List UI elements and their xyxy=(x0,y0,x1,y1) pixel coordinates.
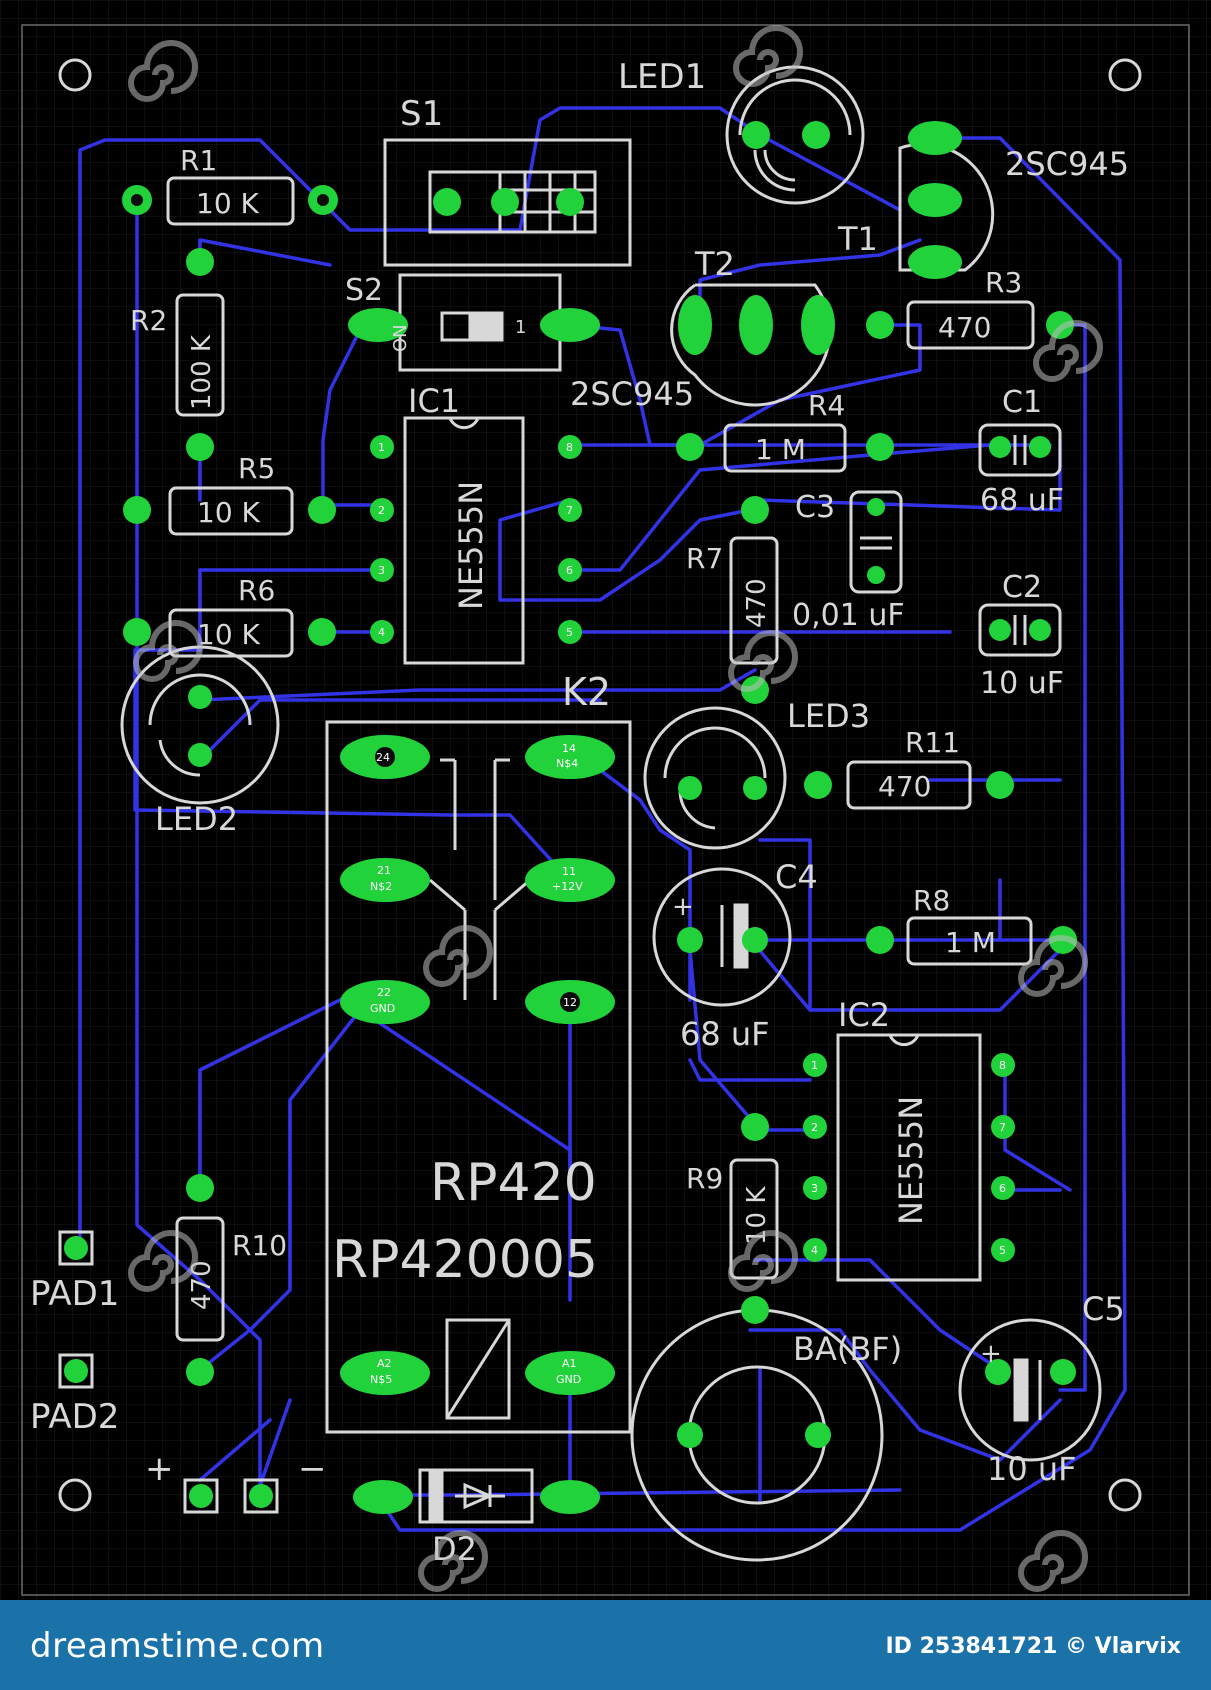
label-r11: R11 xyxy=(905,726,960,759)
label-s2-on: ON xyxy=(390,324,411,352)
relay-net-a1: GND xyxy=(556,1373,581,1386)
label-c4: C4 xyxy=(775,858,818,896)
svg-text:4: 4 xyxy=(378,626,385,639)
svg-text:1: 1 xyxy=(378,441,385,454)
label-plus: + xyxy=(145,1449,174,1489)
relay-net-a2: N$5 xyxy=(370,1373,392,1386)
polarity-c4: + xyxy=(672,892,694,922)
part-ic2: NE555N xyxy=(892,1096,930,1225)
label-t1: T1 xyxy=(837,220,878,258)
svg-text:4: 4 xyxy=(811,1244,818,1257)
board-outline xyxy=(21,24,1190,1596)
value-c4: 68 uF xyxy=(680,1015,770,1053)
label-ic1: IC1 xyxy=(408,382,460,420)
label-r10: R10 xyxy=(232,1229,287,1262)
label-r5: R5 xyxy=(238,452,275,485)
label-pad1: PAD1 xyxy=(30,1274,119,1314)
label-s1: S1 xyxy=(400,94,443,134)
mounting-holes xyxy=(58,58,1142,1512)
svg-text:6: 6 xyxy=(999,1182,1006,1195)
label-t2-part: 2SC945 xyxy=(570,375,694,413)
relay-pin-12: 12 xyxy=(563,996,577,1009)
value-c1: 68 uF xyxy=(980,483,1064,518)
svg-text:6: 6 xyxy=(566,564,573,577)
label-c1: C1 xyxy=(1002,385,1042,420)
relay-part-1: RP420 xyxy=(430,1153,597,1213)
ic1-pin-labels: 1 2 3 4 5 6 7 8 xyxy=(378,441,573,639)
watermark-spirals xyxy=(128,25,1103,1592)
label-r9: R9 xyxy=(686,1162,723,1195)
label-r4: R4 xyxy=(808,389,845,422)
relay-pin-24: 24 xyxy=(376,751,390,764)
label-led3: LED3 xyxy=(787,697,870,735)
relay-part-2: RP420005 xyxy=(332,1230,598,1290)
relay-pin-22: 22 xyxy=(377,986,391,999)
label-led2: LED2 xyxy=(155,800,238,838)
value-r5: 10 K xyxy=(197,496,261,529)
label-ba: BA(BF) xyxy=(793,1330,902,1368)
relay-pin-a2: A2 xyxy=(377,1357,392,1370)
label-r1: R1 xyxy=(180,144,217,177)
relay-net-21: N$2 xyxy=(370,880,392,893)
label-c2: C2 xyxy=(1002,570,1042,605)
label-c3: C3 xyxy=(795,490,835,525)
value-c2: 10 uF xyxy=(980,666,1064,701)
relay-net-14: N$4 xyxy=(556,757,578,770)
label-t2: T2 xyxy=(694,245,735,283)
part-ic1: NE555N xyxy=(452,481,490,610)
label-ic2: IC2 xyxy=(838,996,890,1034)
value-r4: 1 M xyxy=(755,433,806,466)
value-r11: 470 xyxy=(878,770,931,803)
label-t1-part: 2SC945 xyxy=(1005,145,1129,183)
watermark-footer: dreamstime.com ID 253841721 © Vlarvix xyxy=(0,1600,1211,1690)
solder-pads xyxy=(64,121,1077,1514)
label-s2: S2 xyxy=(345,273,383,308)
svg-text:8: 8 xyxy=(566,441,573,454)
polarity-c5: + xyxy=(980,1339,1002,1369)
relay-pin-11: 11 xyxy=(562,865,576,878)
ic2-pin-labels: 1 2 3 4 5 6 7 8 xyxy=(811,1059,1006,1257)
label-led1: LED1 xyxy=(618,57,706,97)
value-r8: 1 M xyxy=(945,926,996,959)
label-r2: R2 xyxy=(130,304,167,337)
label-k2: K2 xyxy=(562,670,611,714)
svg-text:8: 8 xyxy=(999,1059,1006,1072)
silkscreen-labels: S1 LED1 R1 10 K 2SC945 T1 R2 100 K S2 ON… xyxy=(30,57,1129,1568)
relay-net-22: GND xyxy=(370,1002,395,1015)
svg-text:2: 2 xyxy=(378,504,385,517)
relay-pin-a1: A1 xyxy=(562,1357,577,1370)
pad-holes xyxy=(375,747,580,1012)
svg-text:7: 7 xyxy=(566,504,573,517)
footer-image-id: ID 253841721 © Vlarvix xyxy=(885,1634,1181,1659)
value-r3: 470 xyxy=(938,311,991,344)
label-r7: R7 xyxy=(686,542,723,575)
value-r2: 100 K xyxy=(187,334,217,410)
svg-text:3: 3 xyxy=(378,564,385,577)
svg-text:5: 5 xyxy=(566,626,573,639)
relay-net-11: +12V xyxy=(552,880,583,893)
svg-text:7: 7 xyxy=(999,1121,1006,1134)
relay-pin-labels: 24 14 N$4 21 N$2 11 +12V 22 GND 12 A2 N$… xyxy=(370,742,583,1386)
value-r6: 10 K xyxy=(197,618,261,651)
copper-traces xyxy=(78,106,1127,1532)
label-s2-one: 1 xyxy=(515,317,526,338)
value-c5: 10 uF xyxy=(987,1450,1077,1488)
label-r3: R3 xyxy=(985,266,1022,299)
svg-text:5: 5 xyxy=(999,1244,1006,1257)
label-r6: R6 xyxy=(238,574,275,607)
svg-text:1: 1 xyxy=(811,1059,818,1072)
relay-pin-14: 14 xyxy=(562,742,576,755)
label-pad2: PAD2 xyxy=(30,1397,119,1437)
label-minus: − xyxy=(298,1449,327,1489)
value-r7: 470 xyxy=(742,578,772,628)
value-r1: 10 K xyxy=(196,187,260,220)
label-c5: C5 xyxy=(1082,1290,1125,1328)
footer-site-name: dreamstime.com xyxy=(30,1626,325,1666)
label-r8: R8 xyxy=(913,884,950,917)
pcb-board: 24 14 N$4 21 N$2 11 +12V 22 GND 12 A2 N$… xyxy=(0,0,1211,1600)
svg-text:2: 2 xyxy=(811,1121,818,1134)
svg-text:3: 3 xyxy=(811,1182,818,1195)
value-c3: 0,01 uF xyxy=(792,598,905,633)
relay-pin-21: 21 xyxy=(377,864,391,877)
